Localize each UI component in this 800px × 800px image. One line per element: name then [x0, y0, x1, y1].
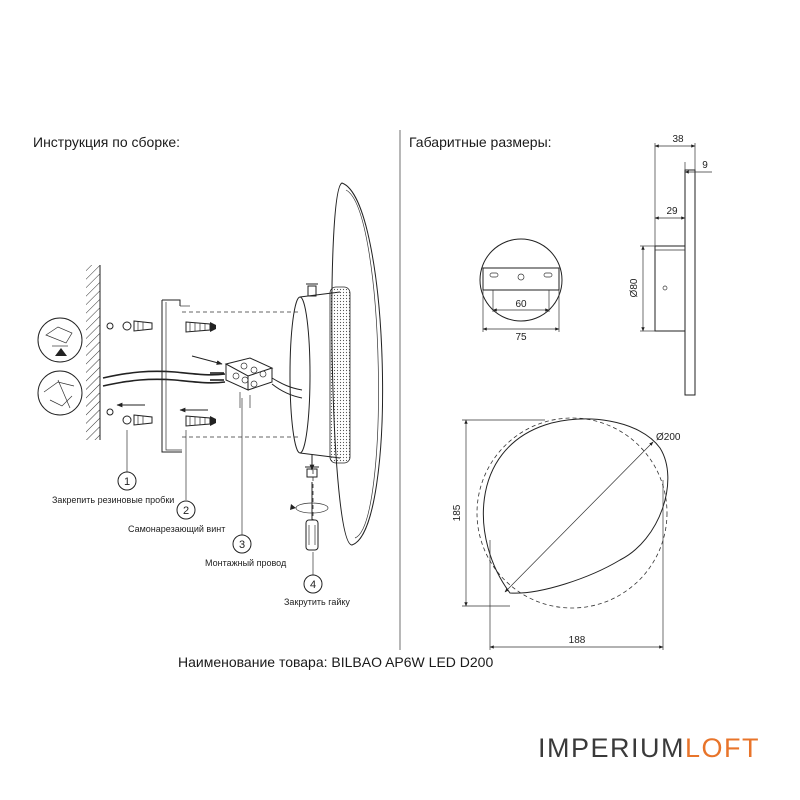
lamp-front-view: Ø200 185 188 — [452, 417, 681, 650]
brand-part2: LOFT — [685, 733, 761, 763]
assembly-diagram: 1 2 3 4 Закрепить резиновые пробки Самон… — [37, 182, 383, 607]
assembly-heading: Инструкция по сборке: — [33, 134, 181, 150]
dim-body-diameter: Ø80 — [629, 278, 640, 297]
dim-hole-spacing: 60 — [515, 299, 527, 310]
screwdriver — [290, 455, 329, 551]
step-marker-3: 3 — [232, 534, 252, 554]
wall-hole-bottom — [106, 408, 114, 416]
step-label-3: Монтажный провод — [205, 558, 287, 568]
svg-text:3: 3 — [239, 539, 245, 551]
step-marker-4: 4 — [303, 574, 323, 594]
lamp-disc — [331, 182, 383, 546]
power-cable — [102, 370, 226, 379]
dim-front-diameter: Ø200 — [656, 432, 681, 443]
step-marker-1: 1 — [117, 471, 137, 491]
mounting-bracket — [161, 300, 182, 453]
step-marker-2: 2 — [176, 500, 196, 520]
lamp-side-view: 38 9 29 Ø80 — [629, 134, 712, 396]
wall-hatch — [86, 265, 100, 440]
wire-arrow — [191, 355, 223, 365]
dim-bracket-width: 75 — [515, 332, 527, 343]
product-name: Наименование товара: BILBAO AP6W LED D20… — [178, 654, 494, 670]
dim-front-width: 188 — [569, 635, 586, 646]
step-label-1: Закрепить резиновые пробки — [52, 495, 174, 505]
rubber-dowel-bottom — [122, 414, 153, 426]
wall-hole-top — [106, 322, 114, 330]
dimensions-heading: Габаритные размеры: — [409, 134, 552, 150]
bracket-back-view: 60 75 — [479, 238, 563, 343]
self-tapping-screw-bottom — [185, 415, 216, 427]
dim-panel-thickness: 9 — [702, 160, 708, 171]
self-tapping-screw-top — [185, 321, 216, 333]
step-label-2: Самонарезающий винт — [128, 524, 225, 534]
svg-text:2: 2 — [183, 505, 189, 517]
dim-body-depth: 29 — [666, 206, 678, 217]
step-label-4: Закрутить гайку — [284, 597, 350, 607]
brand-part1: IMPERIUM — [538, 733, 685, 763]
rubber-dowel-top — [122, 320, 153, 332]
terminal-block — [224, 357, 274, 391]
svg-text:1: 1 — [124, 476, 130, 488]
dim-front-height: 185 — [452, 504, 463, 521]
brand-logo: IMPERIUMLOFT — [538, 733, 760, 764]
lamp-shape-outline — [482, 418, 669, 594]
dim-total-depth: 38 — [672, 134, 684, 145]
wire-stripping-icon — [37, 370, 83, 416]
svg-text:4: 4 — [310, 579, 316, 591]
power-off-icon — [37, 317, 83, 363]
lamp-body — [289, 283, 351, 464]
